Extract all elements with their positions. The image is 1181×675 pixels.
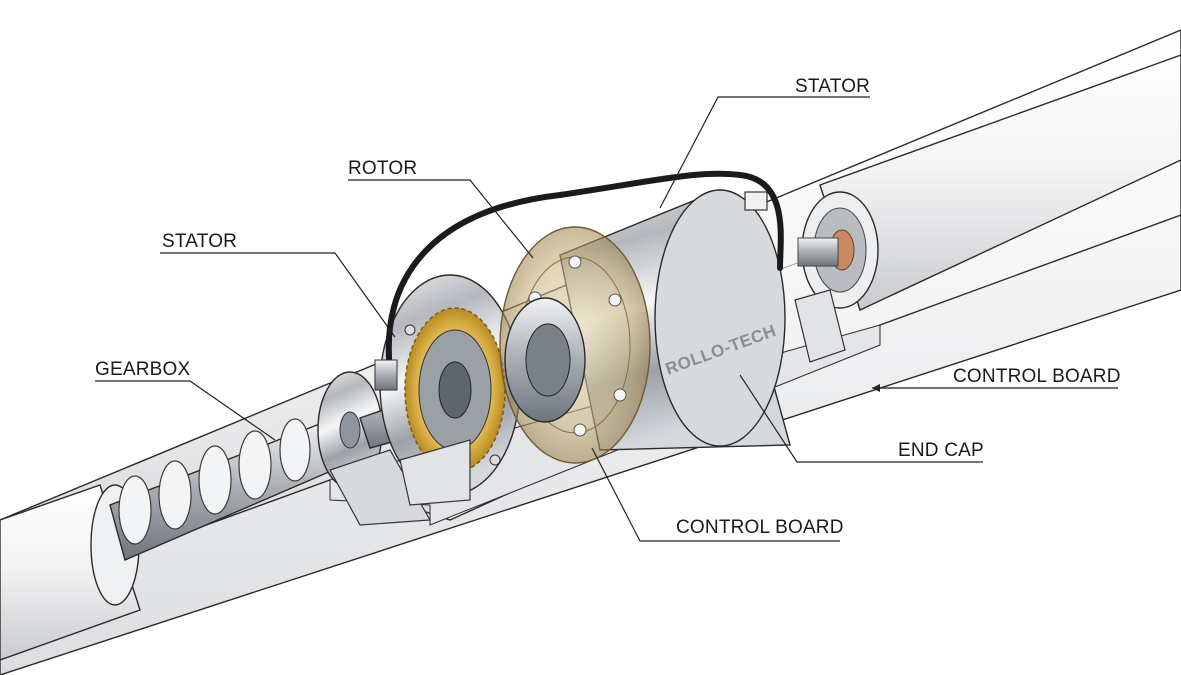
label-end-cap: END CAP <box>898 440 984 461</box>
label-stator-left: STATOR <box>162 231 237 252</box>
cable <box>385 170 784 373</box>
worm-screw <box>109 418 346 561</box>
leader-lines <box>95 96 1118 542</box>
end-plate <box>317 371 431 526</box>
label-control-board-bottom: CONTROL BOARD <box>676 517 844 538</box>
callout-labels: STATOR ROTOR STATOR GEARBOX CONTROL BOAR… <box>95 76 1121 538</box>
label-stator-top: STATOR <box>795 76 870 97</box>
label-control-board-right: CONTROL BOARD <box>953 366 1121 387</box>
cable-connector <box>374 359 398 391</box>
right-roller-tube <box>797 54 1181 311</box>
label-rotor: ROTOR <box>348 158 417 179</box>
rotor-core <box>504 297 586 423</box>
bracket-supports <box>399 191 846 506</box>
label-gearbox: GEARBOX <box>95 359 190 380</box>
gear-flange <box>379 274 521 496</box>
